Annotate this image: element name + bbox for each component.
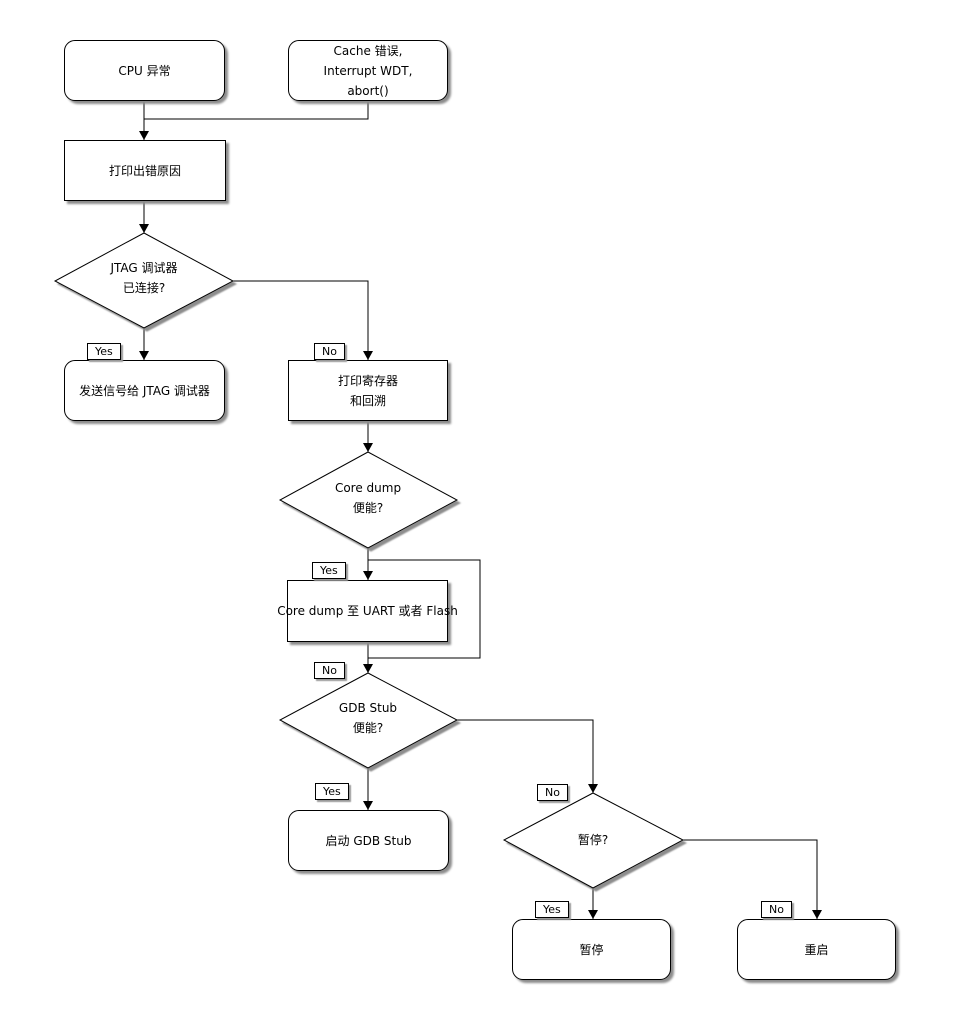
edge-label-jtag-yes: Yes: [87, 343, 121, 360]
node-label: 启动 GDB Stub: [325, 833, 412, 848]
decision-halt-question-shape: [502, 792, 685, 889]
edge-label-jtag-no: No: [314, 343, 345, 360]
node-label: Core dump 至 UART 或者 Flash: [277, 604, 458, 618]
node-send-signal-jtag: 发送信号给 JTAG 调试器: [64, 360, 225, 421]
edge-label-gdb-yes: Yes: [315, 783, 349, 800]
edge-label-gdb-no: No: [537, 784, 568, 801]
node-label: 重启: [804, 942, 829, 957]
node-cpu-exception: CPU 异常: [64, 40, 225, 101]
decision-gdb-stub-enabled-shape: [278, 672, 459, 769]
node-start-gdb-stub: 启动 GDB Stub: [288, 810, 449, 871]
node-label: 打印出错原因: [108, 163, 181, 178]
node-label: CPU 异常: [118, 63, 171, 78]
edge-label-coredump-no: No: [314, 662, 345, 679]
node-label: Cache 错误,: [333, 43, 403, 58]
edge-halt-no: [683, 839, 822, 919]
edge-label-halt-no: No: [761, 901, 792, 918]
decision-core-dump-enabled-shape: [278, 451, 459, 549]
edge-cache-to-junction: [144, 101, 369, 120]
node-core-dump-uart-flash: Core dump 至 UART 或者 Flash: [277, 580, 458, 642]
decision-jtag-connected-shape: [53, 232, 235, 329]
node-label: Interrupt WDT,: [323, 63, 413, 78]
node-label: 暂停: [579, 942, 604, 957]
edge-label-coredump-yes: Yes: [312, 562, 346, 579]
node-cache-error: Cache 错误, Interrupt WDT, abort(): [288, 40, 448, 101]
node-reboot: 重启: [737, 919, 896, 980]
edge-coredump-no-bypass: [368, 559, 481, 659]
edge-jtag-no: [233, 280, 373, 360]
node-print-registers: 打印寄存器 和回溯: [288, 360, 448, 421]
node-halt: 暂停: [512, 919, 671, 980]
node-label: 和回溯: [349, 393, 386, 408]
node-label: 发送信号给 JTAG 调试器: [79, 383, 210, 398]
edge-label-halt-yes: Yes: [535, 901, 569, 918]
edge-gdb-no: [457, 719, 598, 793]
node-print-error-reason: 打印出错原因: [64, 140, 226, 201]
node-label: 打印寄存器: [337, 373, 398, 388]
node-label: abort(): [347, 83, 389, 98]
